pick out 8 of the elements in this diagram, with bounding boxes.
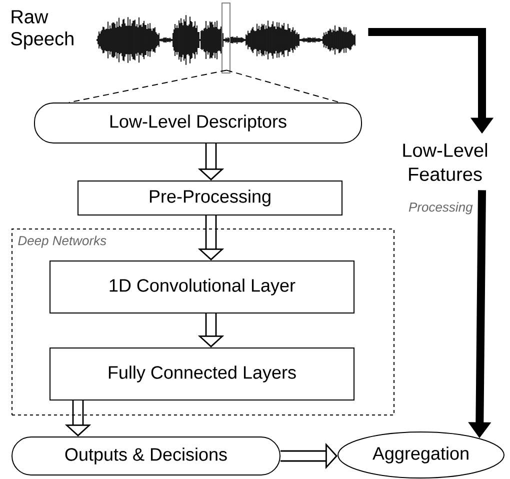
zoom-lines (68, 70, 340, 103)
caption-text: Raw Speech (11, 10, 74, 50)
edge-label: Processing (408, 201, 474, 216)
ellipse-node: Aggregation (338, 432, 504, 478)
node-text: Low-Level Features (403, 143, 488, 181)
process-box: Fully Connected Layers (50, 348, 354, 400)
process-box: Pre-Processing (78, 180, 342, 216)
process-box: 1D Convolutional Layer (50, 260, 354, 314)
